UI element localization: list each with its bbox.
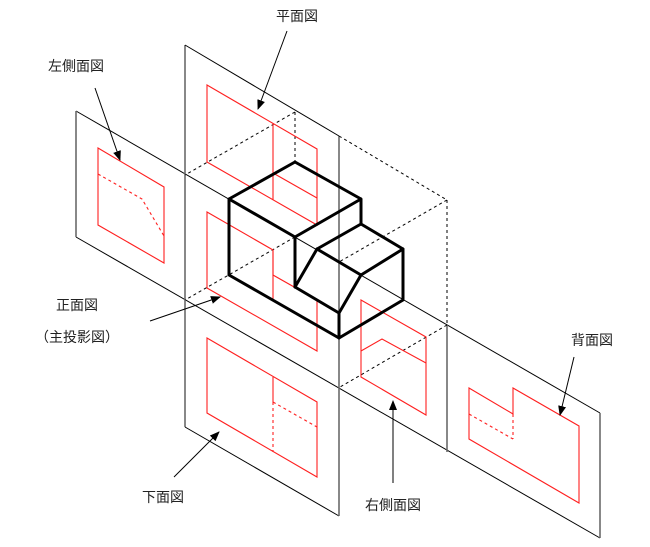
back-view-drawing [468, 387, 580, 504]
leader-arrows [94, 30, 575, 483]
projector-line [338, 199, 448, 263]
left-side-view-arrow [94, 87, 121, 161]
projector-lines [184, 111, 448, 388]
top-view-outline [206, 84, 318, 226]
back-view-hidden-line [468, 413, 514, 440]
right-view-outline [360, 299, 427, 416]
projection-planes [75, 44, 601, 539]
3d-object [227, 160, 405, 340]
projector-line [339, 324, 448, 388]
top-view-drawing [206, 84, 318, 226]
back-view-arrow [558, 356, 575, 416]
object-edge [337, 273, 363, 315]
front-view-arrow [149, 296, 221, 322]
label-left-side-view: 左側面図 [48, 59, 104, 75]
bottom-view-outline [206, 337, 318, 478]
lower-ground-line [75, 236, 601, 539]
bottom-view-drawing [206, 337, 318, 478]
object-edge [315, 247, 405, 277]
right-view-line [360, 338, 427, 364]
left-view-outline [97, 147, 165, 264]
front-plane-top-edge [184, 44, 340, 137]
object-edge [227, 160, 405, 340]
left-view-hidden-line [97, 173, 165, 237]
left-side-view-drawing [97, 147, 165, 264]
bottom-view-hidden-line [272, 401, 318, 428]
label-front-view-note: （主投影図） [35, 330, 119, 346]
top-view-arrow [257, 30, 288, 110]
right-side-view-drawing [360, 299, 427, 416]
projector-line [184, 236, 296, 301]
label-back-view: 背面図 [571, 333, 613, 349]
projector-line [338, 135, 448, 201]
label-front-view: 正面図 [56, 298, 98, 314]
bottom-view-arrow [173, 431, 220, 478]
label-right-side-view: 右側面図 [365, 498, 421, 514]
top-view-line [272, 172, 318, 199]
label-bottom-view: 下面図 [142, 490, 184, 506]
label-top-view: 平面図 [276, 9, 318, 25]
projector-line [184, 111, 296, 176]
front-plane-bottom-edge [184, 426, 340, 517]
